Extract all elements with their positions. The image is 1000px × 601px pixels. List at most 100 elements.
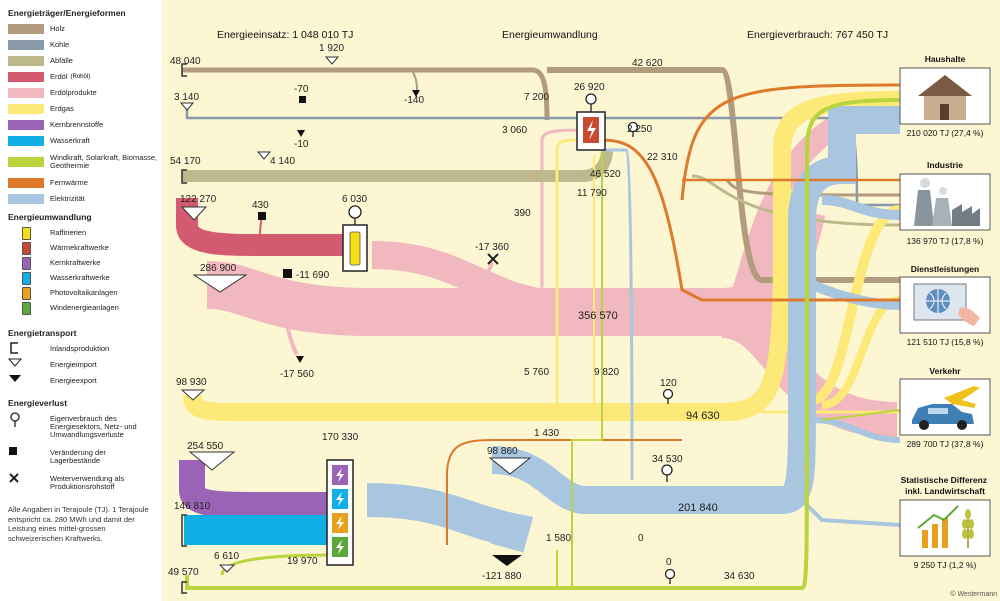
flow-erdgas [183,91,901,421]
legend-item: Windkraft, Solarkraft, Biomasse, Geother… [8,150,162,174]
legend-label: Eigenverbrauch des Energiesektors, Netz-… [50,414,137,439]
label-oel-import: 122 270 [180,194,217,205]
legend-swatch [8,56,44,66]
flow-abfaelle [182,149,613,182]
legend-label: Wasserkraftwerke [50,273,110,282]
sector-value: 136 970 TJ (17,8 %) [907,236,984,246]
import-triangle [180,206,208,221]
plant-mini-icon [21,241,31,255]
label-gas-main: 94 630 [686,410,720,422]
label-ren-import: 6 610 [214,551,239,562]
label-wasser-in: 146 810 [174,501,211,512]
flow-kohle [185,103,587,120]
plant-mini-icon [21,226,31,240]
label-waerme-self: 26 920 [574,82,605,93]
flow-fern [601,138,900,302]
label-ren-b: 0 [638,533,644,544]
bracket-holz [181,63,187,77]
label-raff-out: 390 [514,208,531,219]
label-kohle-loss: -10 [294,139,309,150]
legend-item: Holz [8,22,65,36]
flow-elek-waerme [602,148,634,481]
sector-value: 9 250 TJ (1,2 %) [914,560,977,570]
legend-heading: Energieverlust [8,398,68,408]
label-elec-export: -121 880 [482,571,522,582]
sector-statistische-differenz: Statistische Differenz inkl. Landwirtsch… [899,475,991,570]
chart-wheat-icon [917,505,974,548]
legend-item: Kernbrennstoffe [8,118,103,132]
label-ren-main: 34 630 [724,571,755,582]
loss-pin [661,464,673,476]
label-kern-import: 254 550 [187,441,224,452]
label-abfall-import: 4 140 [270,156,295,167]
flow-erdoel [176,198,352,256]
label-waerme-in-holz: 7 200 [524,92,549,103]
flow-erdoelprodukte-to-waerme [540,128,583,300]
legend-label: Fernwärme [50,178,88,187]
label-holz-in: 48 040 [170,56,201,67]
legend-plant-symbol [8,271,44,285]
label-holz-import: 1 920 [319,43,344,54]
globe-screen-icon [913,283,980,326]
flow-erneuerbar [185,98,901,590]
legend-swatch [8,40,44,50]
legend-label: Elektrizität [50,194,85,203]
legend-item: Kohle [8,38,69,52]
bracket-wasser [181,514,187,547]
factory-icon [914,178,980,226]
flow-fern-hh [680,83,901,201]
loss-pin [585,93,597,105]
import-triangle [188,451,236,471]
flow-elek-ind [821,195,901,220]
legend-plant-symbol [8,256,44,270]
plant-mini-icon [21,256,31,270]
sector-title: Statistische Differenz inkl. Landwirtsch… [901,475,990,496]
legend-label: Holz [50,24,66,33]
label-ren-loss: 0 [666,557,672,568]
label-waerme-elec: 2 250 [627,124,652,135]
waermekraftwerk [576,111,606,151]
legend-label: Veränderung der Lagerbestände [50,448,106,465]
label-holz-loss: -140 [404,95,424,106]
flow-elek-out [366,483,534,553]
legend-item: Energieimport [8,358,97,372]
sector-industrie: Industrie 136 970 TJ (17,8 %) [899,160,991,246]
sector-title: Haushalte [925,54,966,64]
label-elec-main: 201 840 [678,502,718,514]
sector-value: 210 020 TJ (27,4 %) [907,128,984,138]
legend-item: Kernkraftwerke [8,256,100,270]
loss-pin [664,568,676,580]
legend-label-sub: (Rohöl) [70,74,91,80]
export-triangle [297,130,305,137]
legend-label: Inlandsproduktion [50,344,110,353]
stock-square [283,269,292,278]
export-triangle [296,356,304,363]
legend-transport-symbol [8,358,44,372]
flow-abfaelle-ind [691,174,901,227]
sector-value: 289 700 TJ (37,8 %) [907,439,984,449]
flow-erneuerbar-waerme [571,150,603,588]
label-raff-self: 6 030 [342,194,367,205]
plant-mini-icon [21,301,31,315]
bracket-abfaelle [181,169,187,184]
label-elec-import: 98 860 [487,446,518,457]
import-triangle [218,564,236,573]
flow-elek-dl [799,275,901,310]
legend-plant-symbol [8,226,44,240]
legend-item: Weiterverwendung als Produktionsrohstoff [8,472,150,494]
legend-item: Windenergieanlagen [8,301,119,315]
label-gas-import: 98 930 [176,377,207,388]
label-kohle-in: 3 140 [174,92,199,103]
legend-label: Erdölprodukte [50,88,97,97]
legend-label: Kohle [50,40,70,49]
house-icon [918,75,972,120]
import-triangle [256,151,272,160]
legend-swatch [8,24,44,34]
legend-item: Abfälle [8,54,73,68]
flow-holz-main [547,67,900,283]
sector-dienstleistungen: Dienstleistungen 121 510 TJ (15,8 %) [899,264,991,347]
legend-swatch [8,157,44,167]
cross-mark [487,253,499,265]
sector-title: Verkehr [929,366,961,376]
header-conversion: Energieumwandlung [502,29,598,41]
